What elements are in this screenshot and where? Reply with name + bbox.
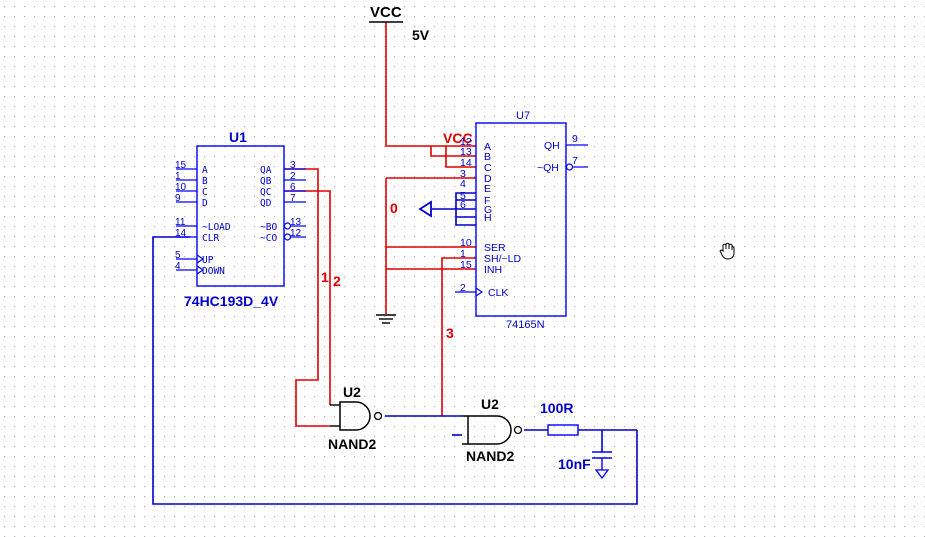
u1-pin-number: 13 xyxy=(290,217,302,228)
clock-input-icon xyxy=(196,254,205,264)
u1-pin-name: B xyxy=(202,176,208,187)
u7-pin-number: 12 xyxy=(460,136,472,148)
u1-pin-number: 11 xyxy=(175,217,186,228)
u1-pin-name: CLR xyxy=(202,233,219,244)
u7-left-pins: 12 A 13 B 14 C 3 D 4 E 5 F 6 GH 10 SER 1 SH/~LD 15 INH 2 CLK xyxy=(455,136,521,299)
u1-pin-name: DOWN xyxy=(202,266,225,277)
red-wires xyxy=(284,22,476,427)
u1-pin-number: 15 xyxy=(175,160,187,171)
net-label-1: 1 xyxy=(321,269,329,285)
capacitor[interactable]: 10nF xyxy=(558,451,612,480)
u7-ref: U7 xyxy=(516,110,530,122)
u7-pin-number: 2 xyxy=(460,282,466,294)
gate2-type: NAND2 xyxy=(466,448,514,464)
capacitor-ground-icon xyxy=(594,469,610,480)
net-label-2: 2 xyxy=(333,273,341,289)
u7-pin-number: 15 xyxy=(460,259,472,271)
u1-pin-number: 2 xyxy=(290,171,296,182)
u7-chip[interactable]: U7 74165N VCC 12 A 13 B 14 C 3 D 4 E 5 F 6 GH 10 SER 1 SH… xyxy=(443,110,588,331)
gate1-type: NAND2 xyxy=(328,436,376,452)
u7-right-pins: 9QH 7 ~QH xyxy=(537,133,588,174)
u1-pin-name: ~CO xyxy=(260,233,277,244)
u1-pin-name: ~LOAD xyxy=(202,222,231,233)
clock-input-icon xyxy=(475,287,484,297)
u7-pin-number: 1 xyxy=(460,248,466,260)
u1-pin-name: UP xyxy=(202,255,214,266)
u7-pin-number: 3 xyxy=(460,168,466,180)
u7-pin-name: F xyxy=(484,195,490,207)
u1-left-pins: 15 A 1 B 10 C 9 D 11 ~LOAD 14 CLR 5 UP 4 DOWN xyxy=(175,160,231,277)
u1-pin-number: 4 xyxy=(175,261,181,272)
u1-ref: U1 xyxy=(229,129,247,145)
u1-pin-name: D xyxy=(202,198,208,209)
u7-pin-name: B xyxy=(484,151,491,163)
u7-pin-name: G xyxy=(484,204,492,216)
u1-pin-name: A xyxy=(202,165,208,176)
u7-pin-number: 7 xyxy=(572,155,578,167)
capacitor-value: 10nF xyxy=(558,456,591,472)
u7-pin-name: SH/~LD xyxy=(484,253,521,265)
u1-pin-number: 3 xyxy=(290,160,296,171)
u7-pin-number: 9 xyxy=(572,133,578,145)
u1-part: 74HC193D_4V xyxy=(184,293,279,309)
u7-pin-number: 10 xyxy=(460,237,472,249)
u1-pin-number: 6 xyxy=(290,182,296,193)
nand-gate-2[interactable]: U2 NAND2 xyxy=(462,396,523,464)
u7-pin-name: C xyxy=(484,162,492,174)
u7-pin-name: H xyxy=(484,212,492,224)
gate1-ref: U2 xyxy=(343,384,361,400)
u7-pin-name: ~QH xyxy=(537,162,559,174)
inverted-output-icon xyxy=(565,163,574,171)
u1-pin-name: C xyxy=(202,187,208,198)
u1-pin-number: 12 xyxy=(290,228,302,239)
u1-pin-number: 1 xyxy=(175,171,181,182)
u7-pin-name: INH xyxy=(484,264,502,276)
hand-cursor-icon xyxy=(719,242,735,260)
u1-pin-number: 10 xyxy=(175,182,187,193)
u1-chip[interactable]: U1 74HC193D_4V 15 A 1 B 10 C 9 D 11 ~LOAD 14 CLR 5 UP… xyxy=(175,129,306,309)
u7-pin-name: A xyxy=(484,141,491,153)
u7-pin-name: E xyxy=(484,183,491,195)
u7-pin-name: CLK xyxy=(488,287,508,299)
u1-pin-number: 5 xyxy=(175,250,181,261)
u1-pin-number: 7 xyxy=(290,193,296,204)
inverted-output-icon xyxy=(283,222,292,230)
u7-pin-name: QH xyxy=(544,140,560,152)
vcc-value: 5V xyxy=(412,27,430,43)
u1-right-pins: 3 QA 2 QB 6 QC 7 QD 13 ~BO 12 ~CO xyxy=(260,160,306,244)
net-label-0: 0 xyxy=(390,200,398,216)
u1-pin-name: QB xyxy=(260,176,272,187)
u1-pin-number: 14 xyxy=(175,228,187,239)
vcc-symbol: VCC 5V xyxy=(369,4,430,43)
vcc-label: VCC xyxy=(370,4,402,21)
u7-pin-number: 14 xyxy=(460,157,472,169)
input-connector-icon xyxy=(418,200,432,218)
u7-pin-name: D xyxy=(484,173,492,185)
u7-pin-number: 5 xyxy=(460,190,466,202)
clock-input-icon xyxy=(196,265,205,275)
ground-icon xyxy=(376,314,396,324)
blue-wires xyxy=(152,192,638,505)
net-label-3: 3 xyxy=(446,325,454,341)
inverted-output-icon xyxy=(283,233,292,241)
u7-pin-number: 6 xyxy=(460,199,466,211)
vcc-pin-label: VCC xyxy=(443,130,473,146)
resistor-value: 100R xyxy=(540,400,573,416)
u7-pin-number: 4 xyxy=(460,178,466,190)
u1-pin-name: QC xyxy=(260,187,271,198)
u1-pin-name: QD xyxy=(260,198,272,209)
u7-part: 74165N xyxy=(506,319,545,331)
nand-gate-1[interactable]: U2 NAND2 xyxy=(328,384,383,452)
u7-pin-name: SER xyxy=(484,242,506,254)
gate2-ref: U2 xyxy=(481,396,499,412)
u1-pin-name: ~BO xyxy=(260,222,277,233)
u1-pin-number: 9 xyxy=(175,193,181,204)
u7-pin-number: 13 xyxy=(460,146,472,158)
resistor[interactable]: 100R xyxy=(540,400,579,436)
u1-pin-name: QA xyxy=(260,165,272,176)
